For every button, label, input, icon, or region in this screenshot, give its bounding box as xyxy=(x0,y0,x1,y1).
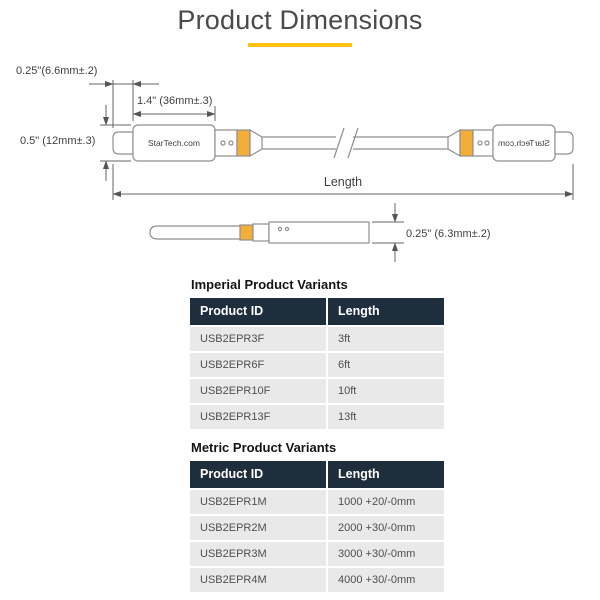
dim-tip-label: 0.25"(6.6mm±.2) xyxy=(16,65,97,77)
bottom-strain-relief-band xyxy=(239,224,254,241)
bottom-grip-dot xyxy=(277,226,283,232)
brand-text-left: StarTech.com xyxy=(148,138,200,148)
table-row: USB2EPR3F 3ft xyxy=(190,327,444,351)
dim-length-label: Length xyxy=(324,175,362,189)
imperial-variants-section: Imperial Product Variants Product ID Len… xyxy=(190,277,444,431)
dim-cable-od-label: 0.25" (6.3mm±.2) xyxy=(406,228,491,240)
cable-left-segment xyxy=(262,136,336,150)
left-connector-neck xyxy=(214,129,238,157)
left-connector-tip xyxy=(112,131,134,155)
product-id-cell: USB2EPR1M xyxy=(190,490,326,514)
length-cell: 6ft xyxy=(326,353,444,377)
right-connector xyxy=(447,124,574,162)
right-connector-tip xyxy=(554,131,574,155)
table-row: USB2EPR4M 4000 +30/-0mm xyxy=(190,568,444,592)
product-id-cell: USB2EPR3F xyxy=(190,327,326,351)
cable-end-view xyxy=(149,221,370,244)
cable-right-segment xyxy=(353,136,448,150)
table-row: USB2EPR6F 6ft xyxy=(190,353,444,377)
product-id-cell: USB2EPR3M xyxy=(190,542,326,566)
bottom-connector-housing xyxy=(268,221,370,244)
bottom-cable xyxy=(149,225,240,240)
dim-connector-length-label: 1.4" (36mm±.3) xyxy=(137,95,212,107)
tip-extension-lines xyxy=(112,80,134,128)
product-id-cell: USB2EPR10F xyxy=(190,379,326,403)
cable-break-marks xyxy=(333,127,359,159)
imperial-length-header: Length xyxy=(326,298,444,325)
length-cell: 13ft xyxy=(326,405,444,429)
product-id-cell: USB2EPR13F xyxy=(190,405,326,429)
table-row: USB2EPR1M 1000 +20/-0mm xyxy=(190,490,444,514)
right-strain-relief-band xyxy=(459,129,474,157)
product-id-cell: USB2EPR2M xyxy=(190,516,326,540)
length-cell: 1000 +20/-0mm xyxy=(326,490,444,514)
length-cell: 2000 +30/-0mm xyxy=(326,516,444,540)
length-cell: 10ft xyxy=(326,379,444,403)
length-cell: 3ft xyxy=(326,327,444,351)
right-grip-dot xyxy=(477,140,483,146)
product-id-cell: USB2EPR6F xyxy=(190,353,326,377)
metric-table: Product ID Length USB2EPR1M 1000 +20/-0m… xyxy=(190,459,444,594)
imperial-variants-heading: Imperial Product Variants xyxy=(191,277,348,292)
dim-connector-height-label: 0.5" (12mm±.3) xyxy=(20,135,95,147)
left-connector xyxy=(112,124,263,162)
left-boot-taper xyxy=(249,128,263,158)
bottom-grip-dot xyxy=(284,226,290,232)
right-boot-taper xyxy=(447,128,461,158)
metric-variants-heading: Metric Product Variants xyxy=(191,440,337,455)
table-row: USB2EPR10F 10ft xyxy=(190,379,444,403)
metric-product-id-header: Product ID xyxy=(190,461,326,488)
table-header-row: Product ID Length xyxy=(190,461,444,488)
table-row: USB2EPR3M 3000 +30/-0mm xyxy=(190,542,444,566)
cable-side-view xyxy=(112,124,574,162)
variant-tables: Imperial Product Variants Product ID Len… xyxy=(190,277,444,594)
dimensions-diagram: StarTech.com StarTech.com xyxy=(16,65,574,262)
page-title: Product Dimensions xyxy=(177,5,423,35)
length-cell: 4000 +30/-0mm xyxy=(326,568,444,592)
imperial-table: Product ID Length USB2EPR3F 3ft USB2EPR6… xyxy=(190,296,444,431)
brand-text-right: StarTech.com xyxy=(498,138,550,148)
metric-variants-section: Metric Product Variants Product ID Lengt… xyxy=(190,440,444,594)
table-row: USB2EPR13F 13ft xyxy=(190,405,444,429)
bottom-boot-step xyxy=(252,223,270,242)
left-strain-relief-band xyxy=(236,129,251,157)
od-extension-lines xyxy=(372,221,404,244)
left-grip-dot xyxy=(228,140,234,146)
length-cell: 3000 +30/-0mm xyxy=(326,542,444,566)
imperial-product-id-header: Product ID xyxy=(190,298,326,325)
right-grip-dot xyxy=(484,140,490,146)
left-grip-dot xyxy=(220,140,226,146)
product-id-cell: USB2EPR4M xyxy=(190,568,326,592)
dimension-lines xyxy=(89,80,574,262)
table-header-row: Product ID Length xyxy=(190,298,444,325)
right-connector-neck xyxy=(472,129,494,157)
title-underline xyxy=(248,43,352,47)
metric-length-header: Length xyxy=(326,461,444,488)
table-row: USB2EPR2M 2000 +30/-0mm xyxy=(190,516,444,540)
